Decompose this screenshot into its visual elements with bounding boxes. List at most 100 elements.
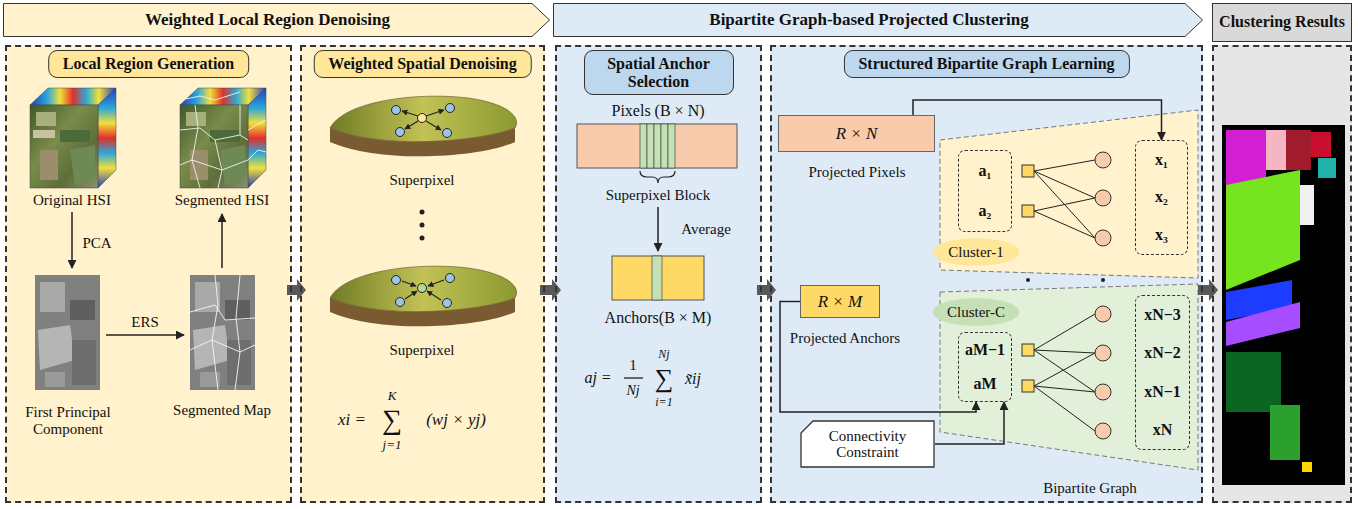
node-text: Spatial Anchor Selection xyxy=(599,55,719,90)
process-arrow xyxy=(657,207,659,251)
pixel-circle xyxy=(1095,230,1111,246)
principal-component-image xyxy=(70,300,95,320)
pixel-circle xyxy=(1095,190,1111,206)
panel-fill xyxy=(770,45,1203,503)
bipartite-edge xyxy=(1034,350,1095,392)
figure-label: x̃ij xyxy=(685,370,701,388)
segmented-map-image xyxy=(193,325,230,370)
superpixel-blob xyxy=(428,280,444,286)
segmented-hsi-cube xyxy=(180,105,248,188)
superpixel-blob xyxy=(402,111,418,116)
principal-component-image xyxy=(45,372,65,387)
stage-arrow xyxy=(1198,279,1218,301)
figure-label: aj = xyxy=(584,369,611,387)
segmented-map-image xyxy=(212,275,218,390)
hsi-cube xyxy=(70,145,95,185)
clustering-map xyxy=(1226,130,1266,185)
clustering-map xyxy=(1226,302,1300,346)
ellipsis-dots xyxy=(420,223,425,228)
segmented-hsi-cube xyxy=(180,88,266,188)
segmented-map-image xyxy=(190,340,255,352)
segmented-map-image xyxy=(190,275,255,390)
figure-label: Segmented Map xyxy=(173,402,271,419)
dashed-panel: Structured Bipartite Graph LearningR × N… xyxy=(770,45,1203,503)
bipartite-edge xyxy=(1034,386,1095,431)
banner-shape xyxy=(554,4,1203,37)
panel-fill xyxy=(5,45,1352,503)
matrix-box: R × N xyxy=(778,115,935,152)
node-text: Weighted Spatial Denoising xyxy=(328,55,516,73)
segmented-hsi-cube xyxy=(180,92,266,188)
process-arrow xyxy=(221,214,223,268)
segmented-hsi-cube xyxy=(180,160,248,170)
principal-component-image xyxy=(40,282,65,312)
figure-label: Segmented HSI xyxy=(175,192,270,209)
node-text: a₂ xyxy=(979,202,992,220)
hsi-cube xyxy=(33,130,55,138)
figure-label: ERS xyxy=(131,314,159,331)
figure-label: Superpixel Block xyxy=(606,187,711,204)
clustering-map xyxy=(1286,130,1311,170)
figure-label: ∑ xyxy=(655,365,674,394)
bipartite-edge xyxy=(1034,198,1095,211)
superpixel-blob xyxy=(446,104,455,113)
clustering-map xyxy=(1226,170,1300,290)
callout-shape xyxy=(801,421,934,467)
node-text: xN−3 xyxy=(1144,306,1181,324)
superpixel-blob xyxy=(330,266,517,326)
figure-label: Nj xyxy=(658,348,669,361)
cluster-region xyxy=(940,110,1198,470)
pixel-circle xyxy=(1095,384,1111,400)
pixel-matrix xyxy=(577,124,737,183)
figure-label: PCA xyxy=(82,235,111,252)
panel-title-tab: Spatial Anchor Selection xyxy=(584,50,734,95)
superpixel-blob xyxy=(405,291,417,299)
segmented-hsi-cube xyxy=(220,145,245,185)
figure-label: Superpixel xyxy=(390,342,455,359)
panel-title-tab: Local Region Generation xyxy=(48,50,250,78)
figure-label: Average xyxy=(681,221,731,238)
vector-group: x₁x₂x₃ xyxy=(1135,140,1188,255)
node-text: R × N xyxy=(836,124,878,144)
superpixel-blob xyxy=(418,284,427,293)
superpixel-blob xyxy=(330,266,517,312)
cluster-ellipse: Cluster-1 xyxy=(932,238,1020,266)
results-header: Clustering Results xyxy=(1212,3,1352,42)
hsi-cube xyxy=(98,88,116,188)
cluster-ellipse: Cluster-C xyxy=(932,298,1020,326)
anchor-matrix xyxy=(624,377,643,378)
panel-title-tab: Weighted Spatial Denoising xyxy=(313,50,531,78)
figure-label: First Principal Component xyxy=(9,404,127,437)
node-text: aM−1 xyxy=(965,341,1005,359)
pixel-matrix xyxy=(647,124,654,168)
superpixel-blob xyxy=(418,114,427,123)
panel-fill xyxy=(5,45,292,503)
node-text: R × M xyxy=(818,292,863,312)
superpixel-blob xyxy=(446,274,455,283)
segmented-map-image xyxy=(190,275,255,390)
stage-arrow xyxy=(757,279,776,301)
figure-label: j=1 xyxy=(383,438,402,452)
superpixel-blob xyxy=(405,121,418,129)
banner-shape xyxy=(4,4,550,37)
process-arrow xyxy=(72,207,658,335)
anchor-square xyxy=(1022,344,1034,356)
superpixel-blob xyxy=(427,291,441,300)
clustering-map xyxy=(1318,158,1336,178)
superpixel-blob xyxy=(443,129,452,138)
anchor-square xyxy=(1022,165,1034,177)
anchor-square xyxy=(1022,165,1034,392)
node-text: xN−1 xyxy=(1144,383,1181,401)
pixel-circle xyxy=(1095,423,1111,439)
hsi-cube xyxy=(30,88,116,188)
flow-arrow xyxy=(935,402,1004,444)
flow-arrow xyxy=(913,100,1162,140)
ellipsis-dots xyxy=(1101,278,1105,282)
anchor-matrix xyxy=(652,256,662,300)
node-text: Local Region Generation xyxy=(63,55,235,73)
ellipsis-dots xyxy=(420,236,425,241)
figure-label: Superpixel xyxy=(390,172,455,189)
